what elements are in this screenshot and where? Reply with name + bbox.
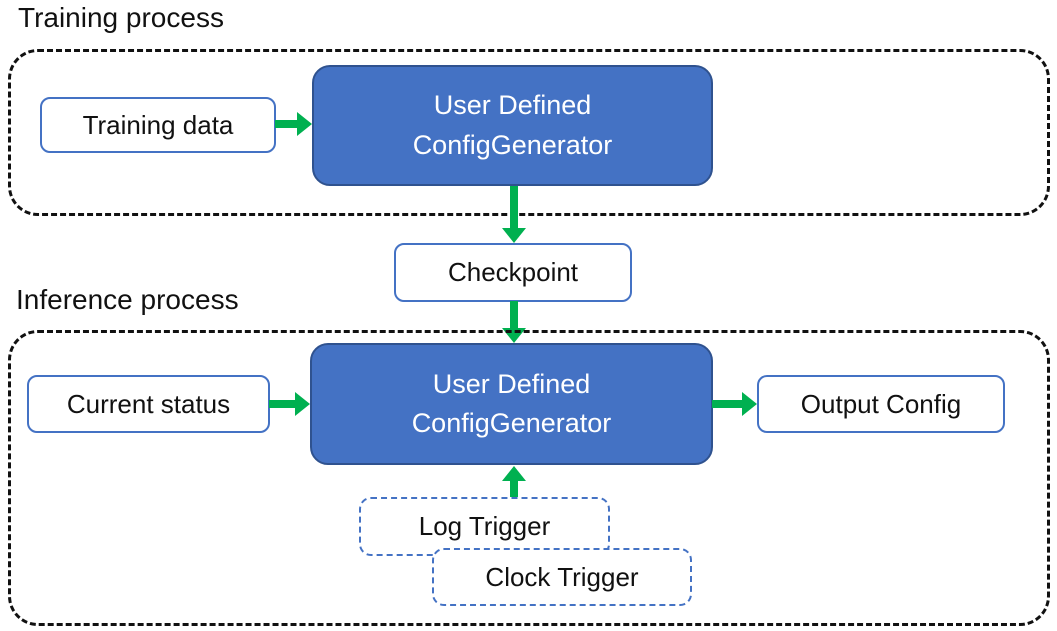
arrow-shaft [509,481,518,497]
arrow-shaft [269,399,295,408]
output-config-label: Output Config [800,388,962,419]
inference-process-container [8,330,1050,626]
current-status-box: Current status [27,375,270,433]
training-data-box: Training data [40,97,276,153]
arrow-shaft [509,301,518,328]
arrow-head-right-icon [742,391,757,416]
inference-generator-line2: ConfigGenerator [411,408,612,438]
current-status-label: Current status [66,388,231,419]
output-config-box: Output Config [757,375,1005,433]
arrow-log-trigger-to-generator [501,466,526,497]
arrow-head-up-icon [501,466,526,481]
inference-generator-box: User Defined ConfigGenerator [310,343,713,465]
arrow-training-generator-to-checkpoint [501,186,526,243]
checkpoint-label: Checkpoint [447,257,579,287]
training-generator-line1: User Defined [433,90,592,121]
arrow-shaft [712,399,742,408]
arrow-current-status-to-generator [269,391,310,416]
arrow-head-right-icon [295,391,310,416]
inference-process-label: Inference process [16,284,239,315]
training-data-label: Training data [82,109,234,140]
training-generator-box: User Defined ConfigGenerator [312,65,713,186]
training-process-label: Training process [18,2,224,33]
inference-generator-line1: User Defined [432,368,591,399]
training-process-container [8,49,1050,216]
arrow-shaft [509,186,518,228]
log-trigger-label: Log Trigger [418,511,551,541]
training-generator-line2: ConfigGenerator [412,129,613,160]
clock-trigger-box: Clock Trigger [432,548,692,606]
arrow-shaft [275,119,297,128]
arrow-generator-to-output-config [712,391,757,416]
arrow-training-data-to-generator [275,111,312,136]
arrow-head-down-icon [501,228,526,243]
checkpoint-box: Checkpoint [394,243,632,302]
arrow-head-right-icon [297,111,312,136]
clock-trigger-label: Clock Trigger [485,561,639,592]
